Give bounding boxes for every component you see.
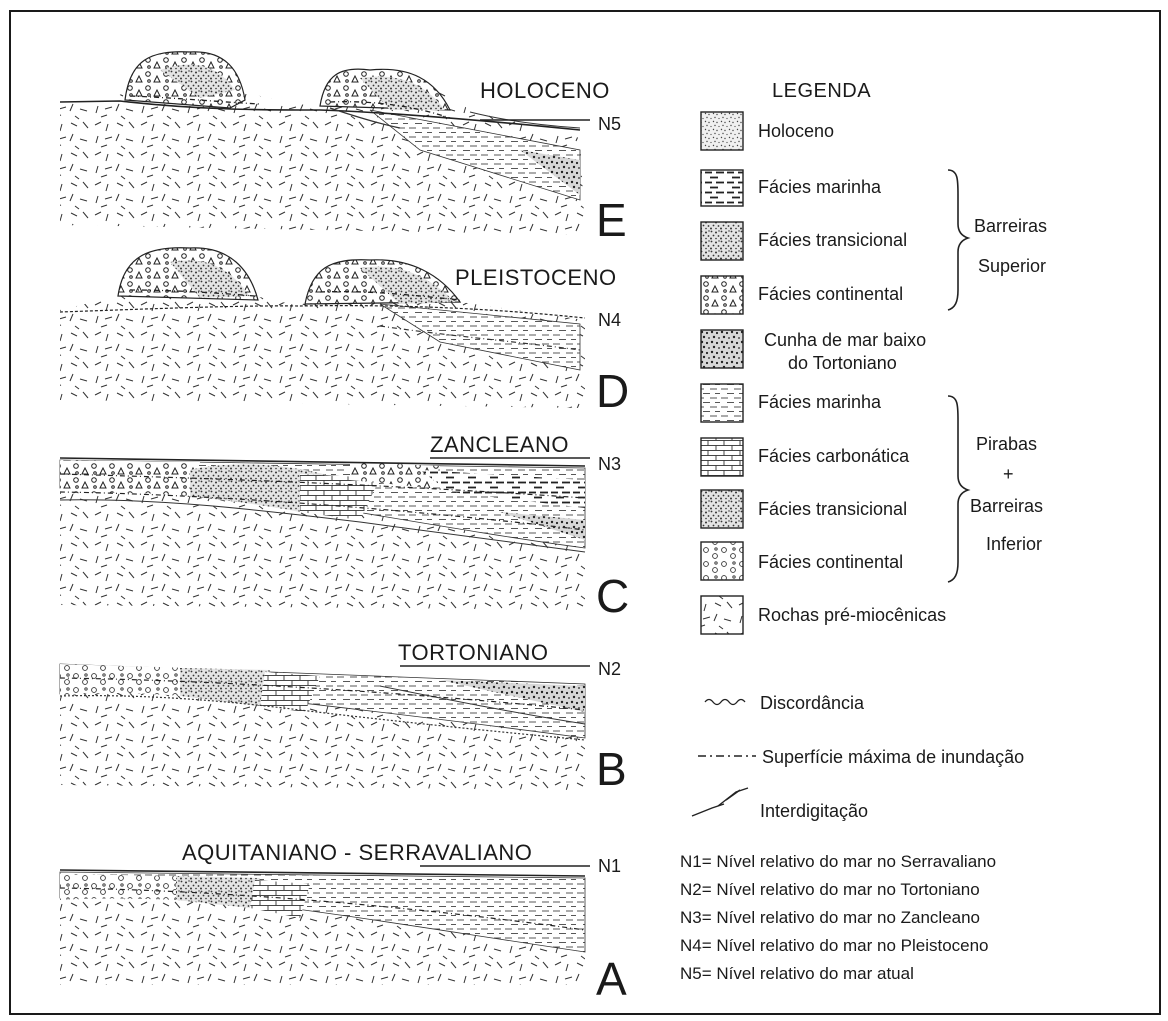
- panel-title: ZANCLEANO: [430, 432, 569, 457]
- level-definition: N1= Nível relativo do mar no Serravalian…: [680, 852, 996, 871]
- legend-label: Fácies marinha: [758, 392, 882, 412]
- panel-letter: E: [596, 194, 627, 246]
- legend-swatch-basement: [701, 596, 743, 634]
- legend-label: Fácies transicional: [758, 499, 907, 519]
- group-label: Superior: [978, 256, 1046, 276]
- level-definition: N4= Nível relativo do mar no Pleistoceno: [680, 936, 989, 955]
- panel-title: AQUITANIANO - SERRAVALIANO: [182, 840, 532, 865]
- sea-level-label: N3: [598, 454, 621, 474]
- legend: Holoceno Fácies marinha Fácies transicio…: [701, 112, 1047, 634]
- legend-swatch-continental-upper: [701, 276, 743, 314]
- legend-label: Holoceno: [758, 121, 834, 141]
- panel-tortoniano: [60, 664, 585, 790]
- legend-label: Cunha de mar baixo: [764, 330, 926, 350]
- panel-letter: C: [596, 570, 629, 622]
- level-definition: N2= Nível relativo do mar no Tortoniano: [680, 880, 980, 899]
- legend-label: Fácies continental: [758, 552, 903, 572]
- sea-level-label: N2: [598, 659, 621, 679]
- group-label: Pirabas: [976, 434, 1037, 454]
- panel-letter: D: [596, 365, 629, 417]
- symbol-label: Superfície máxima de inundação: [762, 747, 1024, 767]
- panel-aquitaniano-serravaliano: [60, 870, 585, 985]
- group-label: Inferior: [986, 534, 1042, 554]
- symbol-label: Interdigitação: [760, 801, 868, 821]
- panel-zancleano: [60, 458, 585, 610]
- panel-title: TORTONIANO: [398, 640, 548, 665]
- sea-level-label: N5: [598, 114, 621, 134]
- group-label: +: [1003, 464, 1014, 484]
- group-label: Barreiras: [974, 216, 1047, 236]
- legend-swatch-carbonate: [701, 438, 743, 476]
- symbol-label: Discordância: [760, 693, 865, 713]
- sea-level-label: N1: [598, 856, 621, 876]
- legend-label: Fácies transicional: [758, 230, 907, 250]
- brace-lower: [948, 396, 968, 582]
- level-definition: N5= Nível relativo do mar atual: [680, 964, 914, 983]
- legend-swatch-lowstand-wedge: [701, 330, 743, 368]
- panel-letter: A: [596, 953, 627, 1005]
- symbol-legend: Discordância Superfície máxima de inunda…: [692, 693, 1024, 821]
- group-label: Barreiras: [970, 496, 1043, 516]
- legend-label: Rochas pré-miocênicas: [758, 605, 946, 625]
- panel-title: HOLOCENO: [480, 78, 610, 103]
- legend-label: do Tortoniano: [788, 353, 897, 373]
- legend-label: Fácies marinha: [758, 177, 882, 197]
- sea-level-label: N4: [598, 310, 621, 330]
- legend-swatch-transitional-lower: [701, 490, 743, 528]
- brace-upper: [948, 170, 968, 310]
- legend-swatch-continental-lower: [701, 542, 743, 580]
- legend-label: Fácies continental: [758, 284, 903, 304]
- level-definition: N3= Nível relativo do mar no Zancleano: [680, 908, 980, 927]
- panel-letter: B: [596, 743, 627, 795]
- legend-swatch-marine-upper: [701, 170, 743, 206]
- level-definitions: N1= Nível relativo do mar no Serravalian…: [680, 852, 996, 983]
- legend-swatch-transitional-upper: [701, 222, 743, 260]
- legend-label: Fácies carbonática: [758, 446, 910, 466]
- legend-swatch-holoceno: [701, 112, 743, 150]
- legend-title: LEGENDA: [772, 80, 871, 102]
- wavy-line-icon: [705, 700, 745, 705]
- interfingering-icon: [692, 788, 748, 816]
- panel-title: PLEISTOCENO: [455, 265, 617, 290]
- legend-swatch-marine-lower: [701, 384, 743, 422]
